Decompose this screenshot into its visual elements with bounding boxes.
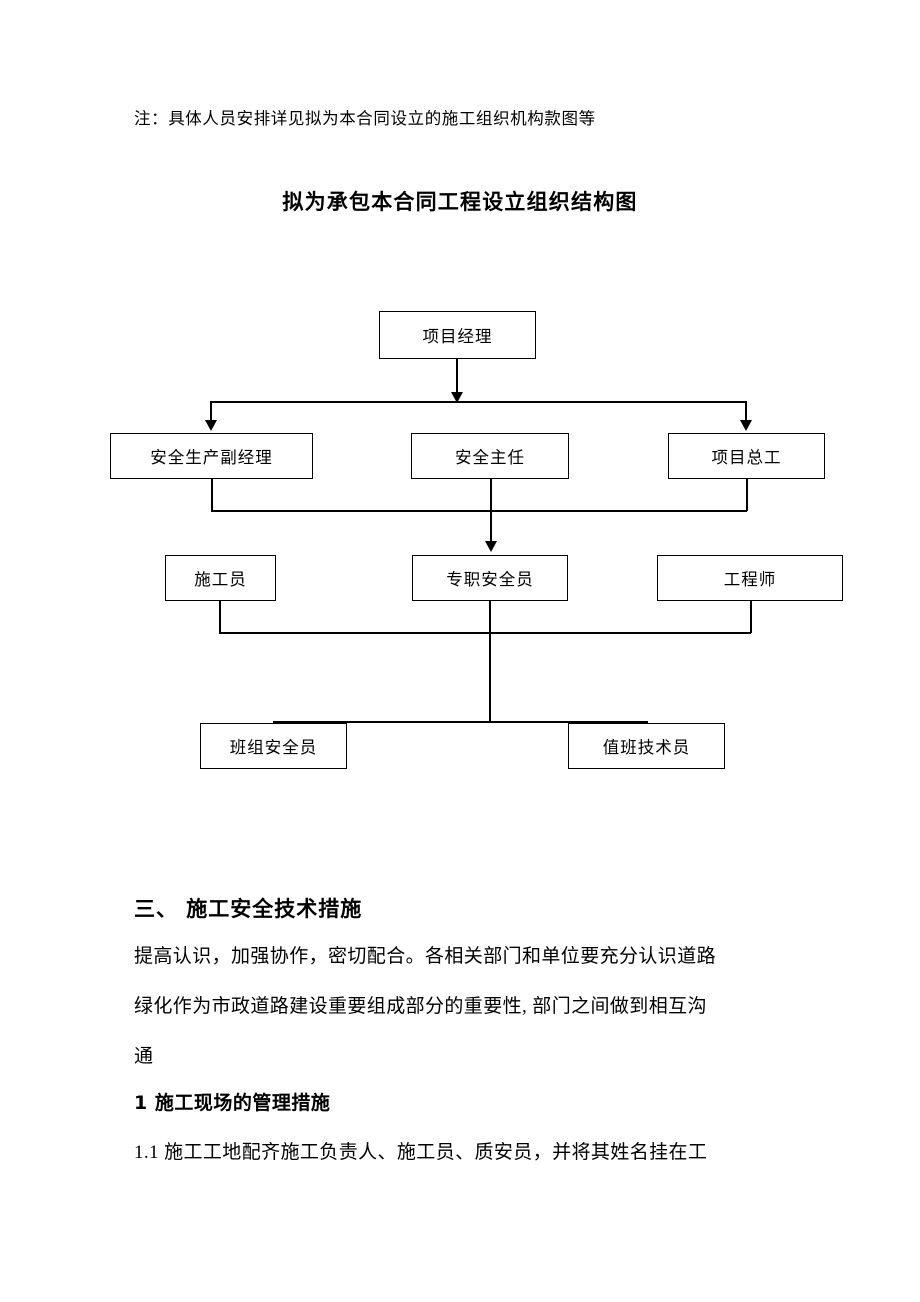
section-heading: 三、 施工安全技术措施 (134, 897, 363, 921)
connector-right-arrowhead-level2 (740, 420, 752, 431)
connector-bus-level2-bottom (211, 510, 747, 512)
connector-left-arrowhead-level2 (205, 420, 217, 431)
connector-construction-worker-down (219, 601, 221, 633)
org-node-duty-technician: 值班技术员 (568, 723, 725, 769)
connector-arrowhead-safety-officer (485, 541, 497, 552)
org-node-deputy-safety-production-manager: 安全生产副经理 (110, 433, 313, 479)
org-node-label: 安全主任 (455, 448, 525, 467)
org-node-label: 工程师 (723, 570, 777, 589)
paragraph-line: 提高认识，加强协作，密切配合。各相关部门和单位要充分认识道路 (134, 946, 717, 967)
org-node-full-time-safety-officer: 专职安全员 (412, 555, 568, 601)
org-node-team-safety-officer: 班组安全员 (200, 723, 347, 769)
org-node-construction-worker: 施工员 (165, 555, 276, 601)
sub-section-heading: 1 施工现场的管理措施 (134, 1092, 331, 1114)
connector-l1-center-arrowhead (451, 392, 463, 403)
paragraph-line: 绿化作为市政道路建设重要组成部分的重要性, 部门之间做到相互沟 (134, 996, 707, 1017)
org-node-label: 施工员 (194, 570, 247, 589)
org-node-engineer: 工程师 (657, 555, 843, 601)
sub-paragraph-line: 1.1 施工工地配齐施工负责人、施工员、质安员，并将其姓名挂在工 (134, 1142, 708, 1163)
connector-l1-down (456, 359, 458, 402)
org-node-project-chief-engineer: 项目总工 (668, 433, 825, 479)
connector-safety-director-down (490, 479, 492, 547)
org-node-label: 项目总工 (711, 448, 782, 467)
chart-title: 拟为承包本合同工程设立组织结构图 (282, 190, 638, 214)
org-node-label: 专职安全员 (446, 570, 534, 589)
org-chart: 项目经理 安全生产副经理 安全主任 项目总工 施工 (110, 311, 843, 769)
connector-bus-level2 (210, 401, 746, 403)
org-node-label: 班组安全员 (229, 738, 318, 757)
note-text: 注：具体人员安排详见拟为本合同设立的施工组织机构款图等 (134, 109, 596, 128)
connector-center-trunk (489, 601, 491, 722)
paragraph-line: 通 (134, 1046, 154, 1067)
connector-engineer-down (750, 601, 752, 633)
org-node-project-manager: 项目经理 (379, 311, 536, 359)
connector-bus1-right-drop (745, 401, 747, 425)
connector-bus1-left-drop (210, 401, 212, 425)
connector-chief-engineer-down (746, 479, 748, 511)
org-node-label: 安全生产副经理 (150, 448, 273, 467)
connector-bus-level4 (273, 721, 647, 723)
connector-deputy-manager-down (211, 479, 213, 511)
org-node-label: 项目经理 (422, 327, 493, 346)
org-node-safety-director: 安全主任 (411, 433, 569, 479)
org-node-label: 值班技术员 (602, 738, 691, 757)
connector-bus-level3-bottom (219, 632, 751, 634)
